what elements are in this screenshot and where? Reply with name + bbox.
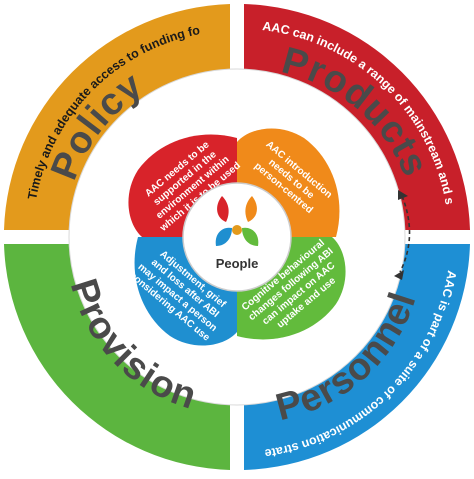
policy-quadrant (4, 4, 230, 230)
personnel-quadrant (244, 244, 470, 470)
products-quadrant (244, 4, 470, 230)
provision-quadrant (4, 244, 230, 470)
people-label: People (216, 256, 259, 271)
arrow-head-bottom (394, 270, 404, 280)
center-circle (182, 182, 292, 292)
inner-ring-outline (68, 68, 406, 406)
dashed-curved-arrow-icon (399, 195, 411, 273)
people-logo-icon (215, 196, 259, 246)
arrow-head-top (398, 190, 408, 200)
